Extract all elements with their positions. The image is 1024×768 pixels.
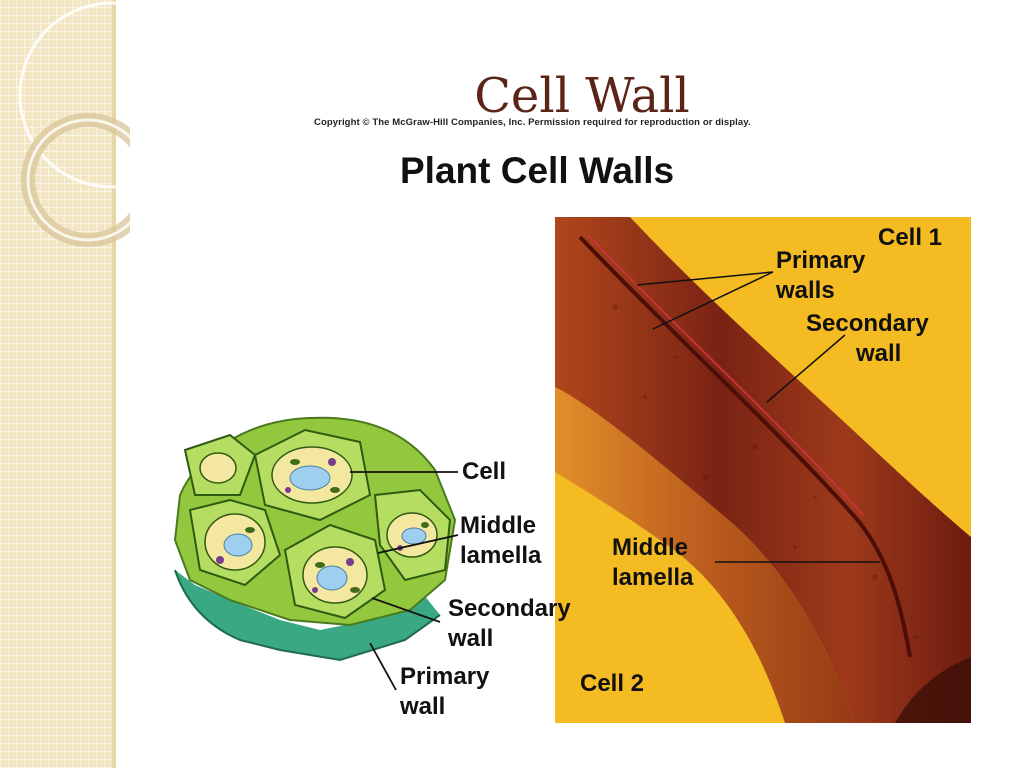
diagram-label-secondary-wall-2: wall	[448, 625, 494, 652]
diagram-label-cell: Cell	[462, 458, 507, 485]
decorative-circles	[18, 1, 130, 247]
diagram-label-middle-lamella-2: lamella	[460, 542, 542, 569]
micrograph-label-primary-walls-1: Primary	[776, 247, 866, 274]
diagram-label-middle-lamella-1: Middle	[460, 512, 536, 539]
micrograph-label-secondary-wall-1: Secondary	[806, 310, 929, 337]
micrograph-label-middle-lamella-1: Middle	[612, 534, 688, 561]
figure-heading: Plant Cell Walls	[400, 150, 675, 191]
diagram-label-primary-wall-1: Primary	[400, 663, 490, 690]
sidebar-edge	[112, 0, 116, 768]
micrograph-label-primary-walls-2: walls	[776, 277, 835, 304]
slide-title: Cell Wall	[474, 68, 690, 124]
cell-wall-micrograph	[555, 217, 971, 723]
micrograph-label-middle-lamella-2: lamella	[612, 564, 694, 591]
copyright-notice: Copyright © The McGraw-Hill Companies, I…	[314, 117, 751, 128]
micrograph-label-cell2: Cell 2	[580, 670, 645, 697]
diagram-label-primary-wall-2: wall	[400, 693, 446, 720]
diagram-label-secondary-wall-1: Secondary	[448, 595, 571, 622]
micrograph-label-cell1: Cell 1	[878, 224, 943, 251]
plant-cells-diagram	[173, 416, 457, 662]
micrograph-label-secondary-wall-2: wall	[856, 340, 902, 367]
